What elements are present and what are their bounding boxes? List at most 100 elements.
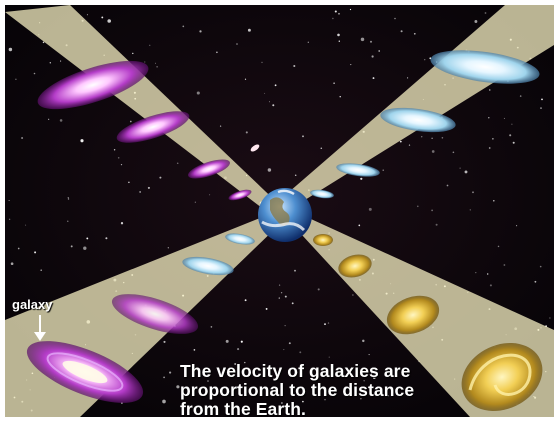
galaxy: [37, 60, 149, 110]
caption-line: The velocity of galaxies are: [180, 361, 411, 381]
star: [209, 194, 211, 196]
star: [149, 44, 151, 46]
star: [60, 60, 62, 62]
star: [362, 339, 365, 343]
star: [107, 19, 111, 23]
earth: [258, 188, 312, 242]
star: [299, 351, 302, 354]
star: [399, 140, 402, 143]
star: [540, 107, 542, 109]
star: [474, 20, 478, 23]
star: [424, 59, 426, 61]
galaxy: [310, 189, 334, 199]
star: [484, 12, 487, 14]
star: [352, 294, 354, 296]
star: [272, 394, 274, 397]
star: [86, 14, 88, 16]
star: [407, 77, 409, 79]
star: [370, 371, 373, 374]
star: [378, 50, 381, 52]
caption-line: from the Earth.: [180, 399, 306, 419]
star: [534, 280, 537, 283]
star: [492, 138, 494, 140]
star: [283, 349, 285, 351]
star: [40, 269, 42, 271]
star: [21, 136, 24, 140]
star: [346, 375, 349, 377]
earth-clouds: [261, 220, 306, 232]
star: [147, 186, 150, 189]
caption-line: proportional to the distance: [180, 380, 415, 400]
galaxy: [46, 352, 124, 392]
star: [293, 64, 296, 68]
galaxy: [250, 144, 260, 152]
star: [368, 354, 370, 356]
star: [163, 340, 166, 343]
star: [291, 302, 294, 305]
star: [207, 374, 209, 376]
star: [234, 363, 237, 365]
galaxy: [336, 163, 380, 177]
star: [154, 62, 157, 64]
star: [196, 91, 200, 95]
star: [332, 17, 334, 20]
galaxy: [380, 107, 456, 133]
star: [156, 66, 158, 68]
star: [129, 120, 132, 123]
star: [182, 25, 185, 28]
star: [272, 104, 275, 107]
star: [244, 78, 247, 80]
star: [17, 247, 20, 250]
star: [512, 141, 515, 144]
star: [338, 12, 340, 15]
star: [431, 209, 433, 212]
star: [194, 201, 196, 203]
star: [247, 28, 251, 32]
star: [333, 82, 335, 84]
star: [369, 40, 373, 43]
star: [421, 136, 423, 138]
star: [294, 174, 297, 176]
galaxy: [386, 295, 440, 335]
star: [86, 237, 89, 240]
star: [446, 184, 449, 187]
star: [459, 167, 461, 169]
star: [33, 72, 36, 75]
star: [317, 288, 320, 291]
galaxy: [228, 189, 252, 201]
star: [67, 197, 69, 199]
star: [216, 51, 218, 54]
star: [489, 89, 491, 91]
star: [8, 47, 13, 52]
star: [67, 220, 69, 222]
galaxy-series-bottom-right: [313, 234, 543, 412]
star: [441, 137, 444, 139]
star: [265, 307, 268, 310]
star: [497, 245, 500, 248]
star: [25, 224, 27, 226]
galaxy: [111, 294, 199, 334]
star: [15, 78, 17, 81]
star: [372, 77, 375, 80]
star: [408, 144, 411, 146]
star: [368, 207, 372, 211]
galaxy: [338, 254, 372, 278]
star: [360, 398, 362, 400]
galaxy-series-bottom-left: [26, 233, 255, 403]
star: [83, 246, 87, 250]
star: [8, 199, 10, 202]
star: [245, 131, 248, 134]
star: [288, 342, 291, 345]
star: [132, 52, 134, 55]
star: [328, 356, 330, 358]
star: [464, 170, 468, 174]
star: [117, 157, 120, 159]
star: [210, 326, 213, 328]
star: [339, 96, 341, 98]
star: [10, 262, 14, 266]
star: [120, 163, 123, 166]
star: [49, 62, 51, 64]
star: [80, 139, 84, 143]
